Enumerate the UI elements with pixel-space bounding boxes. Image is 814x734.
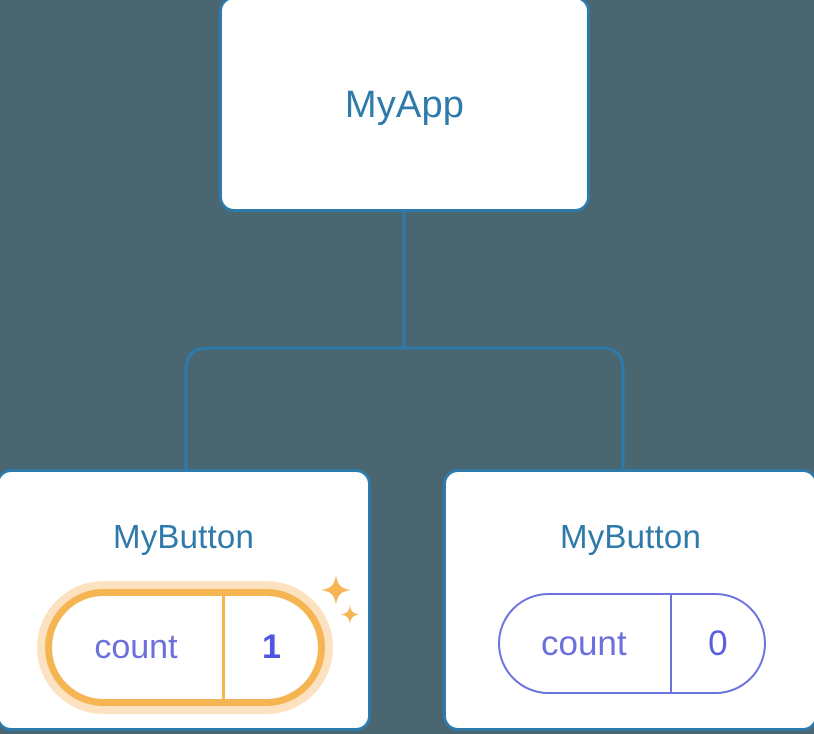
- sparkle-large-icon: [321, 575, 351, 605]
- state-pill-key: count: [500, 595, 672, 692]
- connector-branch-right: [404, 346, 625, 472]
- state-pill-value: 0: [708, 623, 728, 663]
- state-pill-value: 1: [261, 628, 281, 666]
- state-pill-count-highlighted[interactable]: count 1: [45, 589, 325, 706]
- state-pill-count[interactable]: count 0: [498, 593, 766, 694]
- sparkle-small-icon: [340, 605, 360, 624]
- component-node-mybutton-1[interactable]: MyButton count 0: [443, 469, 814, 731]
- component-node-mybutton-0[interactable]: MyButton count 1: [0, 469, 371, 731]
- state-pill-key: count: [52, 596, 225, 699]
- component-node-title: MyButton: [560, 518, 701, 555]
- connector-branch-left: [184, 346, 404, 472]
- component-node-title: MyApp: [344, 84, 465, 126]
- component-node-myapp[interactable]: MyApp: [219, 0, 590, 212]
- component-node-title: MyButton: [113, 518, 254, 555]
